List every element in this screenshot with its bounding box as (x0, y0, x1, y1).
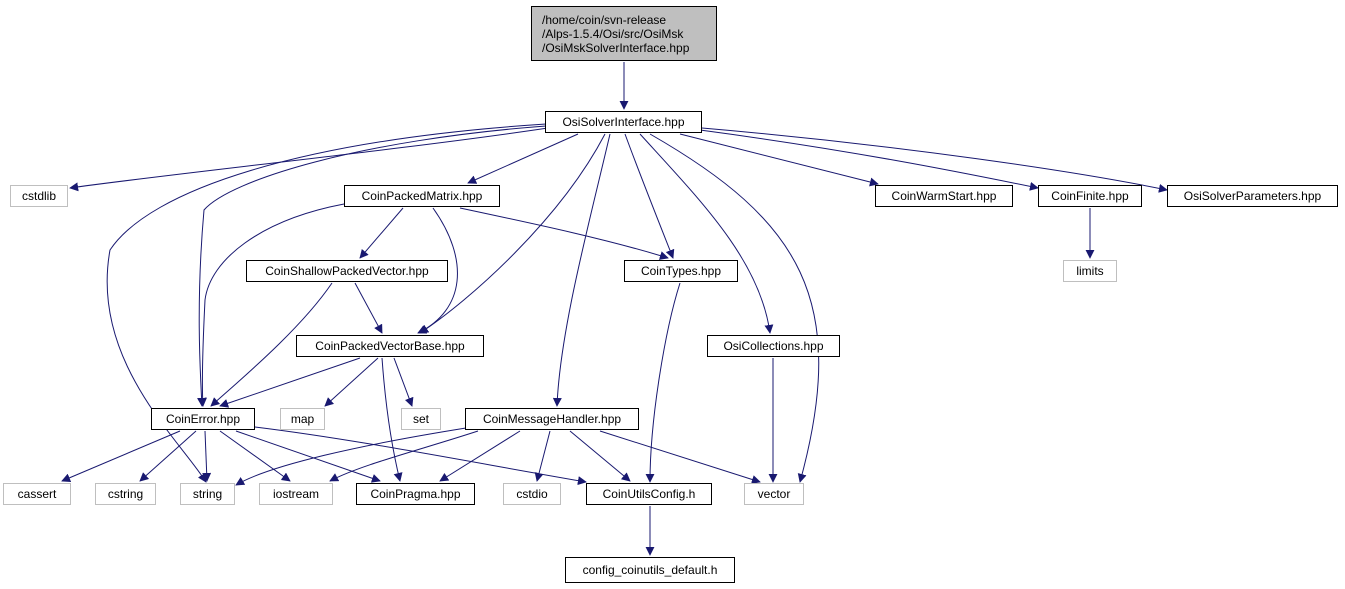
node-cstring: cstring (95, 483, 156, 505)
edge-coin-error-to-cassert (61, 430, 181, 482)
node-coin-finite[interactable]: CoinFinite.hpp (1038, 185, 1142, 207)
node-coin-shallow-packed-vector[interactable]: CoinShallowPackedVector.hpp (246, 260, 448, 282)
node-coin-packed-vector-base[interactable]: CoinPackedVectorBase.hpp (296, 335, 484, 357)
node-vector: vector (744, 483, 804, 505)
edge-osi-to-coin-message-handler (552, 133, 611, 407)
node-iostream: iostream (259, 483, 333, 505)
node-string: string (180, 483, 235, 505)
node-cstdio: cstdio (503, 483, 561, 505)
edge-matrix-to-coin-error (198, 203, 345, 407)
edge-osi-to-coin-packed-matrix (467, 133, 579, 184)
node-coin-error[interactable]: CoinError.hpp (151, 408, 255, 430)
node-cstdlib: cstdlib (10, 185, 68, 207)
node-osi-solver-interface[interactable]: OsiSolverInterface.hpp (545, 111, 702, 133)
edge-osi-to-cstdlib (69, 127, 549, 192)
edge-packed-vector-base-to-coin-error (219, 357, 361, 408)
edge-matrix-to-coin-types (459, 207, 669, 260)
root-path-line-3: /OsiMskSolverInterface.hpp (542, 40, 690, 55)
edge-packed-vector-base-to-coin-pragma (381, 357, 403, 482)
edge-osi-to-coin-error (197, 125, 547, 407)
node-coin-packed-matrix[interactable]: CoinPackedMatrix.hpp (344, 185, 500, 207)
node-coin-utils-config[interactable]: CoinUtilsConfig.h (586, 483, 712, 505)
node-coin-types[interactable]: CoinTypes.hpp (624, 260, 738, 282)
edge-message-handler-to-cstdio (534, 430, 551, 482)
root-path-line-2: /Alps-1.5.4/Osi/src/OsiMsk (542, 26, 684, 41)
root-path-line-1: /home/coin/svn-release (542, 12, 667, 27)
edge-osi-to-osi-solver-parameters (701, 127, 1168, 193)
node-coin-pragma[interactable]: CoinPragma.hpp (356, 483, 475, 505)
edge-osi-to-coin-finite (699, 129, 1039, 191)
edge-message-handler-to-string (235, 427, 467, 486)
node-config-coinutils-default[interactable]: config_coinutils_default.h (565, 557, 735, 583)
node-coin-message-handler[interactable]: CoinMessageHandler.hpp (465, 408, 639, 430)
edge-osi-to-vector (649, 133, 820, 483)
edge-message-handler-to-iostream (329, 430, 479, 482)
node-coin-warm-start[interactable]: CoinWarmStart.hpp (875, 185, 1013, 207)
edge-matrix-to-packed-vector-base (417, 207, 458, 334)
edge-matrix-to-shallow-vector (359, 207, 404, 259)
node-cassert: cassert (3, 483, 71, 505)
edge-coin-error-to-coin-pragma (235, 430, 381, 483)
root-file-node: /home/coin/svn-release /Alps-1.5.4/Osi/s… (531, 6, 717, 61)
edge-message-handler-to-vector (599, 430, 761, 484)
edge-packed-vector-base-to-set (393, 357, 414, 407)
edge-osi-to-coin-types (624, 133, 675, 259)
edge-osi-to-coin-packed-vector-base (419, 133, 606, 334)
node-limits: limits (1063, 260, 1117, 282)
edge-shallow-vector-to-packed-vector-base (354, 282, 383, 334)
node-map: map (280, 408, 325, 430)
edge-packed-vector-base-to-map (324, 357, 379, 407)
edge-message-handler-to-coin-pragma (439, 430, 521, 482)
edge-coin-error-to-cstring (139, 430, 197, 482)
edge-coin-types-to-coin-utils-config (645, 282, 681, 483)
node-set: set (401, 408, 441, 430)
edge-message-handler-to-coin-utils-config (569, 430, 631, 482)
node-osi-collections[interactable]: OsiCollections.hpp (707, 335, 840, 357)
edge-osi-to-osi-collections (639, 133, 774, 334)
edge-coin-error-to-string (202, 430, 212, 482)
edge-coin-error-to-iostream (219, 430, 291, 482)
edge-osi-to-coin-warm-start (679, 133, 879, 187)
edge-shallow-vector-to-coin-error (210, 282, 333, 407)
node-osi-solver-parameters[interactable]: OsiSolverParameters.hpp (1167, 185, 1338, 207)
